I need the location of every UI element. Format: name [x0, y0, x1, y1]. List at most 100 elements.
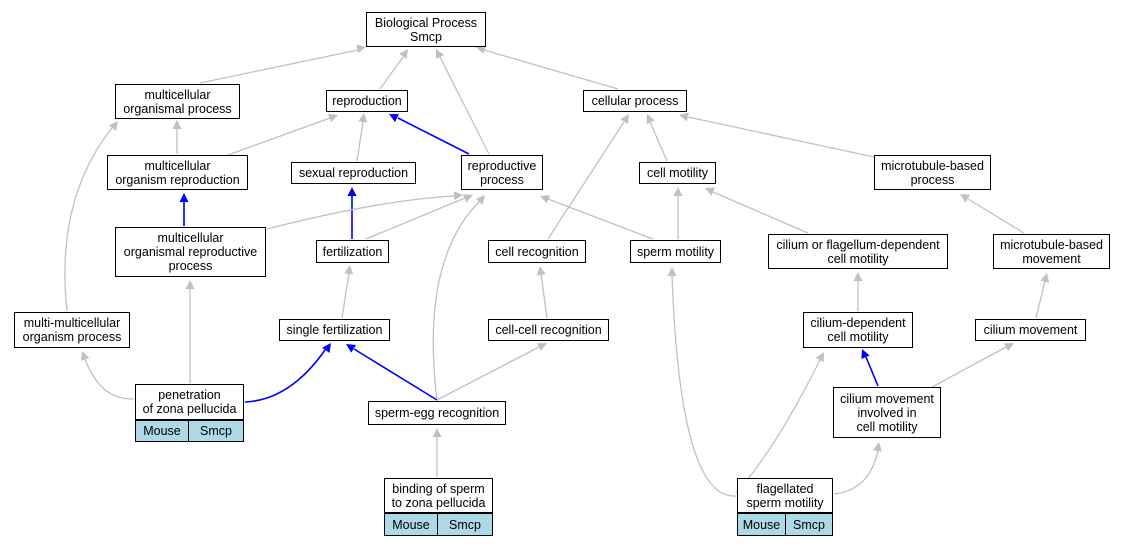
- edge-fert-to-rp: [365, 197, 466, 240]
- species-tag: Mouse: [737, 513, 786, 536]
- edge-cfdcm-to-cm: [712, 191, 809, 234]
- node-penetration-of-zona-pellucida[interactable]: penetration of zona pellucida: [135, 384, 244, 420]
- node-multi-multicellular-organism-process[interactable]: multi-multicellular organism process: [14, 312, 130, 348]
- node-single-fertilization[interactable]: single fertilization: [279, 319, 390, 341]
- arrowhead-rp-to-repro: [389, 114, 400, 123]
- penetration-tag-row: Mouse Smcp: [135, 420, 244, 442]
- edge-pzp-to-mmop: [84, 358, 135, 400]
- arrowhead-ccr-to-cr: [536, 266, 546, 276]
- arrowhead-mop-to-bp: [356, 44, 366, 54]
- arrowhead-fert-to-sr: [347, 187, 357, 196]
- edge-fsm-to-cdcm: [735, 359, 821, 494]
- node-sperm-egg-recognition[interactable]: sperm-egg recognition: [368, 401, 506, 425]
- edge-mbm-to-mbp: [967, 198, 1025, 234]
- edge-pzp-to-sf: [244, 349, 326, 403]
- edge-ser-to-rp: [432, 200, 481, 401]
- arrowhead-mor-to-repro: [328, 113, 338, 123]
- arrowhead-ser-to-sf: [346, 344, 357, 353]
- edge-cr-to-cp: [547, 121, 625, 240]
- arrowhead-mbm-to-mbp: [960, 194, 971, 203]
- arrowhead-repro-to-bp: [399, 49, 408, 59]
- arrowhead-fsm-to-cdcm: [815, 352, 824, 363]
- edge-cmicm-to-cmov: [931, 346, 1007, 388]
- node-sexual-reproduction[interactable]: sexual reproduction: [291, 162, 416, 184]
- arrowhead-fsm-to-sm: [667, 267, 677, 276]
- arrowhead-fsm-to-cmicm: [873, 442, 882, 452]
- edge-sr-to-repro: [356, 121, 364, 162]
- node-cilium-dependent-cell-motility[interactable]: cilium-dependent cell motility: [803, 312, 913, 348]
- node-multicellular-organismal-process[interactable]: multicellular organismal process: [115, 84, 240, 119]
- flagellated-tag-row: Mouse Smcp: [737, 513, 833, 536]
- edge-cm-to-cp: [649, 121, 668, 162]
- arrowhead-sm-to-rp: [540, 195, 551, 204]
- arrowhead-pzp-to-sf: [322, 343, 331, 353]
- node-cell-cell-recognition[interactable]: cell-cell recognition: [488, 319, 609, 341]
- node-sperm-motility[interactable]: sperm motility: [630, 240, 721, 263]
- node-cell-recognition[interactable]: cell recognition: [488, 240, 586, 263]
- edge-repro-to-bp: [379, 56, 404, 90]
- edge-cmicm-to-cdcm: [865, 356, 879, 387]
- gene-tag: Smcp: [786, 513, 833, 536]
- arrowhead-cp-to-bp: [476, 45, 486, 54]
- node-microtubule-based-movement[interactable]: microtubule-based movement: [993, 234, 1110, 269]
- gene-tag: Smcp: [189, 420, 244, 442]
- node-multicellular-organismal-reproductive-process[interactable]: multicellular organismal reproductive pr…: [115, 227, 266, 277]
- node-multicellular-organism-reproduction[interactable]: multicellular organism reproduction: [107, 155, 248, 190]
- arrowhead-sf-to-fert: [344, 265, 354, 275]
- arrowhead-fert-to-rp: [462, 194, 473, 203]
- arrowhead-pzp-to-mmop: [80, 351, 90, 361]
- arrowhead-morp-to-mor: [179, 193, 189, 202]
- edge-cp-to-bp: [483, 49, 619, 90]
- node-microtubule-based-process[interactable]: microtubule-based process: [874, 155, 991, 190]
- species-tag: Mouse: [384, 513, 438, 536]
- arrowhead-bszp-to-ser: [432, 428, 442, 437]
- edge-morp-to-rp: [266, 195, 456, 230]
- species-tag: Mouse: [135, 420, 189, 442]
- node-reproductive-process[interactable]: reproductive process: [461, 155, 543, 190]
- arrowhead-mor-to-mop: [172, 120, 182, 129]
- arrowhead-morp-to-rp: [453, 191, 463, 201]
- edge-ser-to-sf: [353, 348, 438, 401]
- arrowhead-cr-to-cp: [620, 114, 629, 124]
- node-cell-motility[interactable]: cell motility: [639, 162, 716, 184]
- edge-ser-to-ccr: [436, 346, 540, 401]
- edge-mbp-to-cp: [687, 116, 875, 158]
- edge-sm-to-rp: [547, 198, 654, 240]
- edge-fsm-to-cmicm: [833, 449, 879, 495]
- node-cellular-process[interactable]: cellular process: [583, 90, 687, 112]
- node-reproduction[interactable]: reproduction: [326, 90, 408, 112]
- arrowhead-ser-to-rp: [475, 195, 485, 205]
- edge-mor-to-repro: [227, 117, 331, 156]
- arrowhead-mbp-to-cp: [679, 112, 689, 122]
- edge-mop-to-bp: [199, 49, 359, 84]
- node-cilium-or-flagellum-dependent-cell-motility[interactable]: cilium or flagellum-dependent cell motil…: [768, 234, 948, 269]
- node-biological-process[interactable]: Biological Process Smcp: [366, 12, 486, 47]
- arrowhead-cdcm-to-cfdcm: [853, 272, 863, 281]
- edge-sf-to-fert: [341, 272, 350, 319]
- arrowhead-cmicm-to-cdcm: [861, 349, 870, 360]
- node-cilium-movement[interactable]: cilium movement: [975, 319, 1086, 341]
- arrowhead-cmov-to-mbm: [1040, 273, 1050, 283]
- edge-fsm-to-sm: [671, 274, 737, 497]
- arrowhead-rp-to-bp: [436, 49, 445, 60]
- gene-tag: Smcp: [438, 513, 493, 536]
- node-fertilization[interactable]: fertilization: [316, 240, 389, 263]
- arrowhead-cm-to-cp: [646, 114, 655, 125]
- arrowhead-ser-to-ccr: [536, 343, 547, 352]
- node-flagellated-sperm-motility[interactable]: flagellated sperm motility: [737, 478, 833, 513]
- edge-cmov-to-mbm: [1035, 280, 1046, 319]
- edge-rp-to-bp: [439, 56, 490, 155]
- arrowhead-sm-to-cm: [673, 187, 683, 196]
- arrowhead-cmicm-to-cmov: [1003, 343, 1014, 352]
- binding-tag-row: Mouse Smcp: [384, 513, 493, 536]
- arrowhead-sr-to-repro: [358, 113, 368, 123]
- arrowhead-pzp-to-morp: [185, 280, 195, 289]
- edge-rp-to-repro: [397, 117, 470, 155]
- node-binding-of-sperm-to-zona-pellucida[interactable]: binding of sperm to zona pellucida: [384, 478, 493, 513]
- edge-mmop-to-mop: [64, 127, 113, 312]
- node-cilium-movement-involved-in-cell-motility[interactable]: cilium movement involved in cell motilit…: [833, 387, 941, 438]
- arrowhead-mmop-to-mop: [108, 121, 118, 131]
- arrowhead-cfdcm-to-cm: [705, 187, 716, 196]
